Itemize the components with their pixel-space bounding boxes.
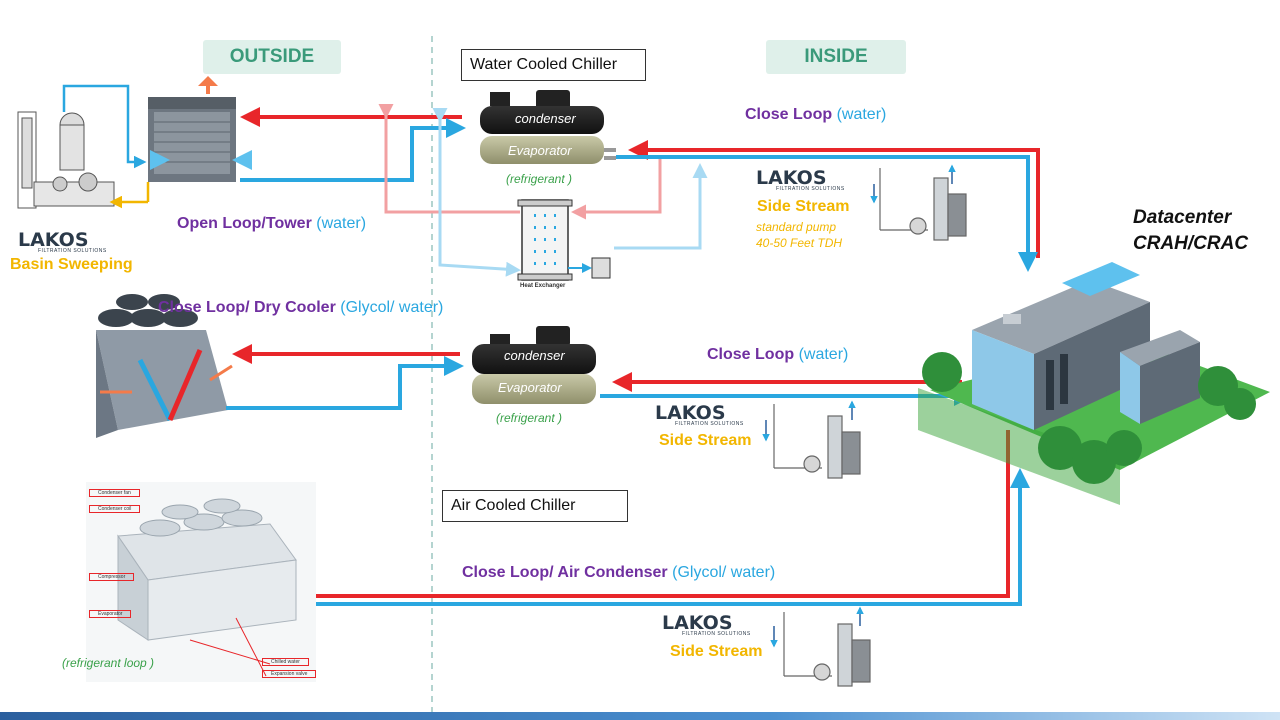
callout-condenser-fan: Condenser fan: [89, 489, 140, 497]
datacenter-line1: Datacenter: [1133, 207, 1232, 228]
close-loop-dry-cooler-medium: (Glycol/ water): [340, 299, 444, 316]
middle-refrigerant-label: (refrigerant ): [496, 411, 563, 425]
close-loop-air-condenser-medium: (Glycol/ water): [672, 564, 776, 581]
basin-sweeping-skid: [17, 111, 115, 209]
pump-note-tdh: 40-50 Feet TDH: [756, 236, 843, 250]
pump-note-standard: standard pump: [756, 220, 837, 234]
basin-loop: [62, 84, 150, 209]
refrigerant-loop-label: (refrigerant loop ): [62, 656, 155, 670]
lakos-logo-bottom: LAKOS FILTRATION SOLUTIONS: [662, 612, 751, 637]
close-loop-air-condenser-label: Close Loop/ Air Condenser (Glycol/ water…: [462, 564, 775, 582]
callout-expansion-valve: Expansion valve: [262, 670, 317, 678]
air-condenser-loop-pipes: [284, 430, 1030, 606]
close-loop-top-label: Close Loop (water): [745, 106, 886, 124]
air-cooled-condenser-unit: [86, 482, 316, 682]
side-stream-middle-label: Side Stream: [659, 432, 752, 449]
water-cooled-chiller-label: Water Cooled Chiller: [461, 49, 646, 81]
close-loop-middle-label: Close Loop (water): [707, 346, 848, 364]
top-refrigerant-label: (refrigerant ): [506, 172, 573, 186]
close-loop-air-condenser-name: Close Loop/ Air Condenser: [462, 564, 668, 581]
lakos-brand-middle: LAKOS: [655, 402, 726, 424]
close-loop-dry-cooler-label: Close Loop/ Dry Cooler (Glycol/ water): [158, 299, 443, 317]
heat-exchanger-label: Heat Exchanger: [520, 283, 566, 289]
lakos-brand-basin: LAKOS: [18, 229, 89, 251]
middle-condenser-label: condenser: [504, 348, 565, 363]
middle-evaporator-label: Evaporator: [498, 380, 562, 395]
heat-exchanger-bypass: [378, 104, 708, 277]
callout-condenser-coil: Condenser coil: [89, 505, 141, 513]
lakos-tagline-middle: FILTRATION SOLUTIONS: [675, 421, 744, 427]
lakos-logo-middle: LAKOS FILTRATION SOLUTIONS: [655, 402, 744, 427]
open-loop-tower-name: Open Loop/Tower: [177, 215, 312, 232]
side-stream-skid-bottom: [770, 606, 871, 687]
top-close-loop-pipes: [616, 140, 1040, 272]
callout-evaporator: Evaporator: [89, 610, 132, 618]
callout-chilled-water: Chilled water: [262, 658, 309, 666]
lakos-brand-bottom: LAKOS: [662, 612, 733, 634]
dry-cooler: [96, 294, 233, 438]
heat-exchanger: [517, 199, 611, 281]
side-stream-bottom-label: Side Stream: [670, 643, 763, 660]
cooling-tower: [148, 76, 252, 182]
middle-close-loop-pipes: [600, 372, 974, 406]
lakos-logo-basin: LAKOS FILTRATION SOLUTIONS: [18, 229, 107, 254]
side-stream-top-label: Side Stream: [757, 198, 850, 215]
top-condenser-label: condenser: [515, 111, 576, 126]
open-loop-pipes: [240, 107, 466, 182]
air-cooled-chiller-unit: [472, 326, 596, 404]
close-loop-middle-name: Close Loop: [707, 346, 795, 363]
lakos-logo-top: LAKOS FILTRATION SOLUTIONS: [756, 167, 845, 192]
lakos-brand-top: LAKOS: [756, 167, 827, 189]
close-loop-middle-medium: (water): [798, 346, 849, 363]
side-stream-skid-top: [870, 164, 967, 241]
open-loop-tower-label: Open Loop/Tower (water): [177, 215, 366, 233]
open-loop-tower-medium: (water): [316, 215, 367, 232]
zone-inside: INSIDE: [766, 40, 906, 74]
air-cooled-chiller-label: Air Cooled Chiller: [442, 490, 628, 522]
water-cooled-chiller-unit: [480, 90, 616, 164]
close-loop-dry-cooler-name: Close Loop/ Dry Cooler: [158, 299, 336, 316]
callout-compressor: Compressor: [89, 573, 135, 581]
datacenter-label: Datacenter CRAH/CRAC: [1133, 205, 1248, 257]
basin-sweeping-label: Basin Sweeping: [10, 256, 133, 273]
side-stream-skid-middle: [762, 400, 861, 479]
lakos-tagline-top: FILTRATION SOLUTIONS: [776, 186, 845, 192]
lakos-tagline-bottom: FILTRATION SOLUTIONS: [682, 631, 751, 637]
close-loop-top-medium: (water): [836, 106, 887, 123]
dry-cooler-pipes: [226, 344, 464, 410]
zone-outside: OUTSIDE: [203, 40, 341, 74]
top-evaporator-label: Evaporator: [508, 143, 572, 158]
close-loop-top-name: Close Loop: [745, 106, 833, 123]
lakos-tagline-basin: FILTRATION SOLUTIONS: [38, 248, 107, 254]
datacenter-building: [918, 262, 1270, 505]
footer-bar: [0, 712, 1280, 720]
datacenter-line2: CRAH/CRAC: [1133, 233, 1249, 254]
